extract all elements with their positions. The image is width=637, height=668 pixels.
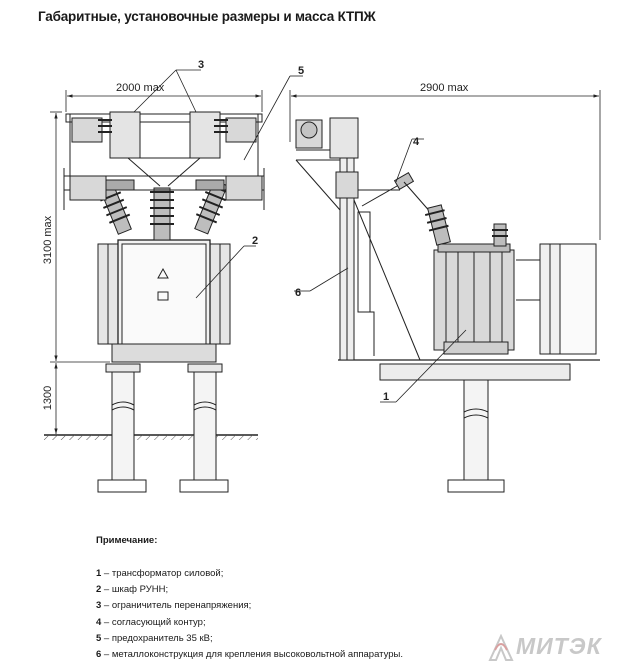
callout-1: 1 — [383, 391, 389, 403]
note-item: 4 – согласующий контур; — [96, 616, 206, 628]
dim-total-height: 3100 max — [42, 215, 54, 264]
callout-4: 4 — [413, 136, 420, 148]
logo-text: МИТЭК — [516, 633, 602, 659]
dim-side-width: 2900 max — [420, 82, 469, 94]
logo-emblem-icon — [488, 634, 514, 661]
side-view — [289, 90, 601, 493]
note-item: 5 – предохранитель 35 кВ; — [96, 632, 213, 644]
callout-2: 2 — [252, 235, 258, 247]
dim-base-height: 1300 — [42, 386, 54, 410]
dim-front-width: 2000 max — [116, 82, 165, 94]
surge-arresters-front — [65, 111, 263, 187]
page-title: Габаритные, установочные размеры и масса… — [38, 9, 376, 24]
note-item: 2 – шкаф РУНН; — [96, 584, 169, 596]
callout-3: 3 — [198, 59, 204, 71]
hv-bushings — [97, 179, 230, 241]
fuses-35kv-front — [63, 168, 265, 210]
callout-5: 5 — [298, 65, 304, 77]
notes-block: Примечание: 1 – трансформатор силовой; 2… — [96, 535, 403, 663]
side-pillar — [447, 379, 505, 493]
note-item: 6 – металлоконструкция для крепления выс… — [96, 649, 403, 661]
base-frame — [379, 363, 571, 381]
metal-structure — [295, 129, 421, 361]
fuse-side — [295, 117, 359, 199]
transformer-side — [424, 204, 515, 355]
front-view — [44, 69, 303, 493]
front-pillar-left — [105, 363, 141, 481]
front-pillar-right — [187, 363, 223, 481]
mitek-logo: МИТЭК — [486, 632, 626, 662]
callout-6: 6 — [295, 287, 301, 299]
note-item: 3 – ограничитель перенапряжения; — [96, 600, 252, 612]
notes-heading: Примечание: — [96, 535, 158, 546]
cabinet-side — [516, 243, 597, 355]
note-item: 1 – трансформатор силовой; — [96, 568, 224, 579]
